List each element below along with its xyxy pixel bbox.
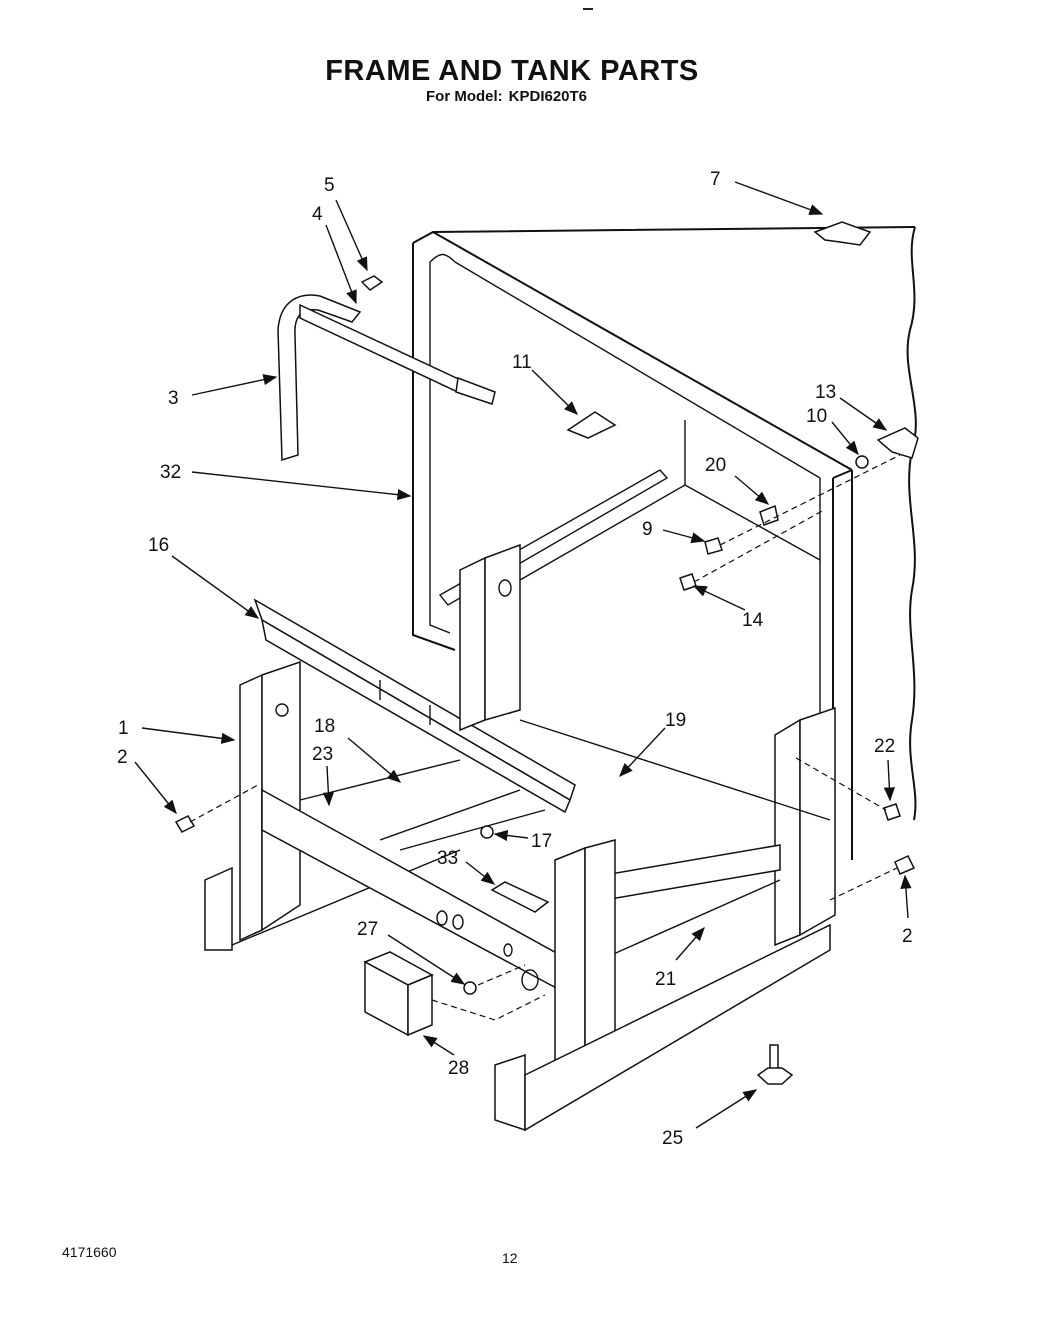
callout-5: 5 bbox=[324, 175, 335, 196]
leader-22 bbox=[883, 759, 895, 802]
seal-part-3 bbox=[277, 294, 362, 462]
callout-25: 25 bbox=[662, 1128, 683, 1149]
leader-27 bbox=[387, 934, 466, 985]
top-mark bbox=[583, 8, 593, 10]
screw-part-14 bbox=[679, 573, 697, 591]
dash-line-27 bbox=[477, 964, 526, 986]
leader-17 bbox=[493, 829, 529, 842]
spacer-part-20 bbox=[759, 504, 779, 526]
clip-part-11 bbox=[566, 411, 617, 439]
callout-10: 10 bbox=[806, 406, 827, 427]
callout-labels: 1 2 2 3 4 5 7 9 10 11 13 14 16 17 18 19 … bbox=[117, 169, 913, 1149]
callout-27: 27 bbox=[357, 919, 378, 940]
callout-23: 23 bbox=[312, 744, 333, 765]
callout-7: 7 bbox=[710, 169, 721, 190]
leader-13 bbox=[839, 397, 888, 431]
screw-part-17 bbox=[480, 825, 494, 839]
leader-5 bbox=[335, 199, 368, 272]
callout-22: 22 bbox=[874, 736, 895, 757]
leader-2-left bbox=[134, 761, 177, 815]
leader-23 bbox=[322, 765, 334, 807]
screw-part-2-left bbox=[174, 815, 196, 833]
leader-21 bbox=[675, 926, 705, 961]
leader-1 bbox=[141, 727, 236, 744]
bracket-part-4 bbox=[299, 303, 496, 405]
callout-3: 3 bbox=[168, 388, 179, 409]
callout-21: 21 bbox=[655, 969, 676, 990]
box-part-28 bbox=[363, 951, 434, 1037]
leveling-foot-part-25 bbox=[756, 1044, 794, 1085]
dash-line-14 bbox=[693, 509, 825, 583]
document-number: 4171660 bbox=[62, 1244, 117, 1260]
leader-14 bbox=[692, 585, 746, 611]
page-title: FRAME AND TANK PARTS bbox=[325, 55, 699, 87]
callout-2-right: 2 bbox=[902, 926, 913, 947]
screw-part-5 bbox=[360, 275, 384, 291]
dash-line-22 bbox=[795, 757, 887, 811]
model-line: For Model: KPDI620T6 bbox=[426, 88, 593, 105]
callout-18: 18 bbox=[314, 716, 335, 737]
leader-11 bbox=[531, 369, 579, 415]
leader-32 bbox=[191, 471, 412, 501]
leader-10 bbox=[831, 421, 859, 456]
tank-part-32 bbox=[412, 226, 917, 880]
leader-16 bbox=[171, 555, 260, 619]
callout-1: 1 bbox=[118, 718, 129, 739]
screw-part-22 bbox=[883, 803, 901, 821]
leader-18 bbox=[347, 737, 402, 783]
clip-part-7 bbox=[813, 221, 872, 246]
leader-3 bbox=[191, 374, 278, 396]
callout-4: 4 bbox=[312, 204, 323, 225]
callout-19: 19 bbox=[665, 710, 686, 731]
leader-9 bbox=[662, 529, 706, 544]
callout-33: 33 bbox=[437, 848, 458, 869]
callout-16: 16 bbox=[148, 535, 169, 556]
bracket-part-33 bbox=[490, 881, 550, 913]
callout-20: 20 bbox=[705, 455, 726, 476]
leader-2-right bbox=[900, 874, 912, 919]
leader-7 bbox=[734, 181, 824, 215]
leader-20 bbox=[734, 475, 770, 505]
dash-line-28 bbox=[431, 994, 546, 1021]
leader-25 bbox=[695, 1089, 758, 1129]
bracket-part-13 bbox=[876, 427, 919, 459]
leader-28 bbox=[422, 1035, 455, 1056]
model-number: KPDI620T6 bbox=[508, 88, 588, 105]
leader-33 bbox=[465, 861, 496, 885]
callout-32: 32 bbox=[160, 462, 181, 483]
dash-line-2-right bbox=[829, 867, 898, 901]
leader-lines bbox=[134, 181, 912, 1129]
callout-9: 9 bbox=[642, 519, 653, 540]
model-label: For Model: bbox=[426, 88, 503, 105]
leader-4 bbox=[325, 224, 357, 305]
dash-line-2-left bbox=[189, 784, 259, 823]
callout-28: 28 bbox=[448, 1058, 469, 1079]
nut-part-10 bbox=[855, 455, 869, 469]
callout-11: 11 bbox=[512, 352, 532, 373]
screw-part-9 bbox=[704, 537, 723, 555]
screw-part-2-right bbox=[894, 855, 916, 875]
page-number: 12 bbox=[502, 1250, 518, 1266]
callout-17: 17 bbox=[531, 831, 552, 852]
callout-2-left: 2 bbox=[117, 747, 128, 768]
frame-assembly bbox=[204, 543, 836, 1132]
callout-13: 13 bbox=[815, 382, 836, 403]
screw-part-27 bbox=[463, 981, 477, 995]
dash-line-20 bbox=[719, 454, 901, 546]
callout-14: 14 bbox=[742, 610, 764, 631]
leader-19 bbox=[619, 727, 666, 778]
rail-part-16 bbox=[253, 598, 576, 814]
